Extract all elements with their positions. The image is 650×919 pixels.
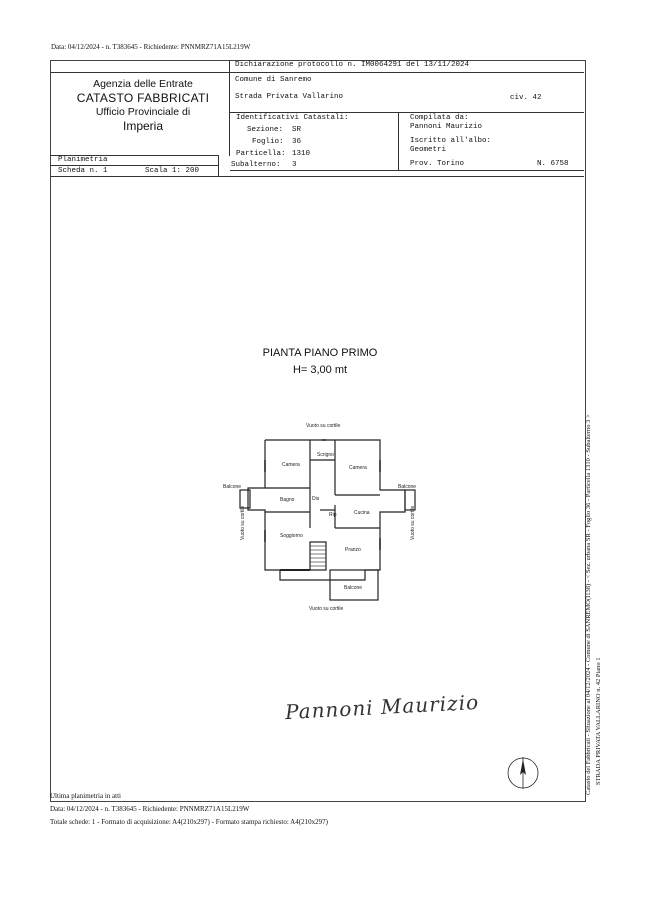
albo-label: Iscritto all'albo: — [410, 137, 492, 145]
label-camera-1: Camera — [282, 462, 300, 468]
side-metadata: Catasto dei Fabbricati - Situazione al 0… — [585, 414, 592, 795]
planimetria-label: Planimetria — [58, 156, 108, 164]
side-address: STRADA PRIVATA VALLARINO n. 42 Piano 1 — [595, 657, 602, 785]
label-vuoto-top: Vuoto su cortile — [306, 423, 341, 429]
footer: Ultima planimetria in atti Data: 04/12/2… — [50, 790, 328, 829]
label-balcone-right: Balcone — [398, 484, 417, 490]
footer-format: Totale schede: 1 - Formato di acquisizio… — [50, 817, 328, 826]
albo-value: Geometri — [410, 146, 447, 154]
ufficio-label: Ufficio Provinciale di — [95, 106, 191, 119]
label-balcone-left: Balcone — [223, 484, 242, 490]
catasto-title: CATASTO FABBRICATI — [76, 91, 210, 106]
street-name: Strada Privata Vallarino — [235, 93, 344, 101]
label-pranzo: Pranzo — [345, 547, 361, 553]
compilata-name: Pannoni Maurizio — [410, 123, 483, 131]
label-camera-2: Camera — [349, 465, 367, 471]
subalterno-value: 3 — [292, 161, 297, 169]
label-balcone-bottom: Balcone — [344, 585, 363, 591]
planimetria-top-rule — [50, 155, 218, 156]
label-scrigno: Scrigno — [317, 452, 334, 458]
scala-label: Scala 1: 200 — [145, 167, 200, 175]
planimetria-mid-rule — [50, 165, 218, 166]
ufficio-city: Imperia — [122, 119, 163, 134]
header-bottom-rule — [50, 176, 584, 177]
balcone-right-shape — [404, 489, 416, 511]
subalterno-label: Subalterno: — [231, 161, 281, 169]
north-arrow-icon — [507, 757, 539, 789]
balcone-left-shape — [239, 489, 251, 509]
header-bottom-rule-2 — [230, 170, 584, 171]
identificativi-title: Identificativi Catastali: — [236, 114, 349, 122]
plan-title-block: PIANTA PIANO PRIMO H= 3,00 mt — [230, 345, 410, 378]
header-divider-left — [229, 60, 230, 156]
sezione-value: SR — [292, 126, 302, 134]
particella-value: 1310 — [292, 150, 311, 158]
compilata-label: Compilata da: — [410, 114, 469, 122]
province: Prov. Torino — [410, 160, 465, 168]
agency-name: Agenzia delle Entrate — [93, 78, 193, 90]
header-mid-rule — [229, 112, 584, 113]
balcone-bottom-shape — [329, 569, 379, 601]
plan-height: H= 3,00 mt — [292, 363, 348, 376]
outer-wall — [247, 439, 406, 581]
floor-plan — [239, 439, 416, 601]
header-divider-right — [398, 112, 399, 170]
footer-request: Data: 04/12/2024 - n. T383645 - Richiede… — [50, 804, 250, 813]
foglio-value: 36 — [292, 138, 302, 146]
civic-number: civ. 42 — [510, 94, 542, 102]
planimetria-right-rule — [218, 155, 219, 177]
agency-block: Agenzia delle Entrate CATASTO FABBRICATI… — [60, 78, 226, 134]
foglio-label: Foglio: — [252, 138, 284, 146]
particella-label: Particella: — [236, 150, 286, 158]
registration-number: N. 6758 — [537, 160, 569, 168]
stairs — [309, 541, 327, 571]
label-vuoto-right: Vuoto su cortile — [410, 505, 416, 540]
document-header-meta: Data: 04/12/2024 - n. T383645 - Richiede… — [51, 43, 251, 51]
label-vuoto-bottom: Vuoto su cortile — [309, 606, 344, 612]
label-vuoto-left: Vuoto su cortile — [240, 505, 246, 540]
footer-last-plan: Ultima planimetria in atti — [50, 792, 121, 800]
sezione-label: Sezione: — [247, 126, 284, 134]
label-cucina: Cucina — [354, 510, 370, 516]
label-ripostiglio: Rip — [329, 512, 337, 518]
plan-title: PIANTA PIANO PRIMO — [262, 347, 378, 359]
scheda-label: Scheda n. 1 — [58, 167, 108, 175]
label-disimpegno: Dis — [312, 496, 320, 502]
comune-name: Comune di Sanremo — [235, 76, 312, 84]
header-top-rule — [50, 72, 584, 73]
label-bagno: Bagno — [280, 497, 295, 503]
label-soggiorno: Soggiorno — [280, 533, 303, 539]
document-frame — [50, 60, 586, 802]
declaration-protocol: Dichiarazione protocollo n. IM0064291 de… — [235, 61, 470, 69]
